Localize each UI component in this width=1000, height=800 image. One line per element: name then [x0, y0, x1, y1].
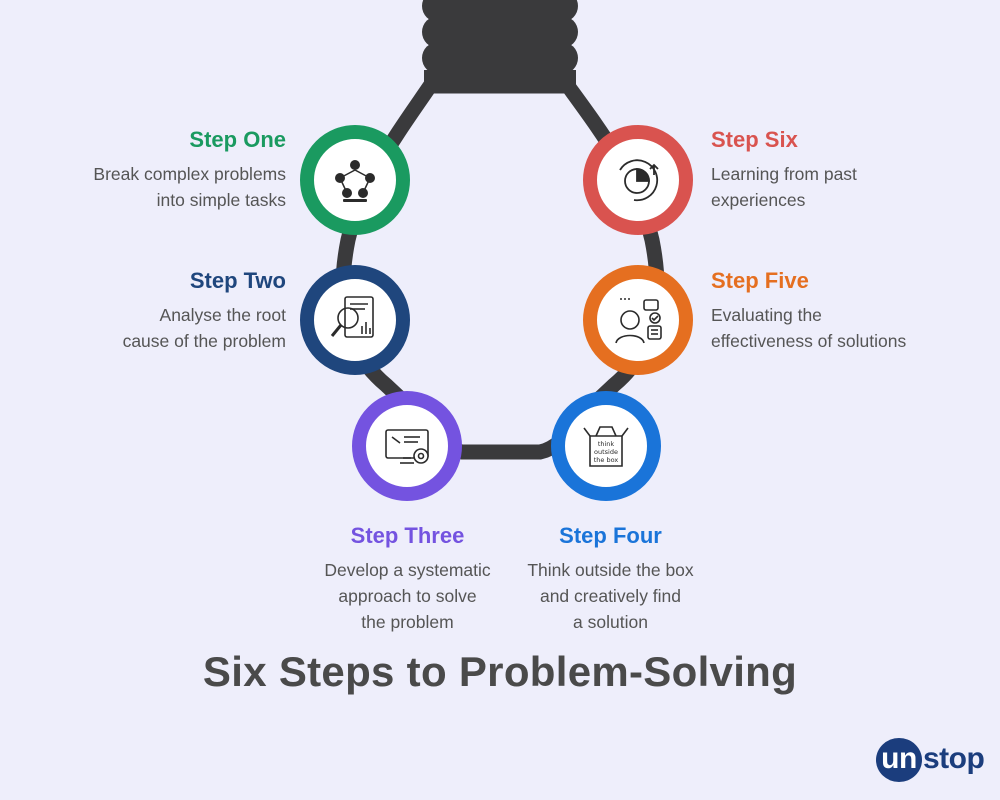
step-six: Step Six Learning from past experiences — [711, 127, 857, 213]
step-six-title: Step Six — [711, 127, 798, 152]
cycle-chart-icon — [619, 159, 659, 202]
step-five-circle — [583, 265, 693, 375]
step-five-description: Evaluating the effectiveness of solution… — [711, 302, 906, 354]
box-text-line-2: outside — [594, 448, 618, 456]
step-four-line-1: Think outside the box — [527, 560, 694, 580]
step-four-circle: think outside the box — [551, 391, 661, 501]
step-four-title: Step Four — [559, 523, 662, 548]
step-two-line-1: Analyse the root — [159, 305, 286, 325]
computer-tools-icon — [385, 429, 429, 464]
open-box-icon — [583, 426, 629, 467]
page-title: Six Steps to Problem-Solving — [202, 648, 798, 695]
step-one-title: Step One — [189, 127, 286, 152]
step-one: Step One Break complex problems into sim… — [93, 127, 286, 213]
step-five-line-1: Evaluating the — [711, 305, 822, 325]
step-four-description: Think outside the box and creatively fin… — [508, 557, 713, 635]
step-one-circle — [300, 125, 410, 235]
step-three-line-3: the problem — [361, 612, 454, 632]
step-one-line-1: Break complex problems — [93, 164, 286, 184]
person-checklist-icon — [615, 298, 662, 344]
step-four: Step Four Think outside the box and crea… — [508, 523, 713, 635]
step-three: Step Three Develop a systematic approach… — [300, 523, 515, 635]
step-three-title: Step Three — [350, 523, 465, 548]
step-two: Step Two Analyse the root cause of the p… — [123, 268, 286, 354]
step-two-circle — [300, 265, 410, 375]
step-six-line-1: Learning from past — [711, 164, 857, 184]
network-people-icon — [335, 160, 375, 202]
step-two-line-2: cause of the problem — [122, 331, 286, 351]
step-six-circle — [583, 125, 693, 235]
step-one-line-2: into simple tasks — [156, 190, 286, 210]
step-four-line-3: a solution — [573, 612, 648, 632]
step-four-line-2: and creatively find — [539, 586, 682, 606]
bulb-base — [422, 0, 578, 86]
magnifier-report-icon — [330, 296, 374, 338]
step-five-line-2: effectiveness of solutions — [711, 331, 907, 351]
logo-suffix: stop — [923, 742, 985, 775]
logo-prefix: un — [876, 738, 922, 782]
step-two-description: Analyse the root cause of the problem — [123, 302, 286, 354]
box-text-line-3: the box — [594, 456, 619, 464]
step-five: Step Five Evaluating the effectiveness o… — [711, 268, 906, 354]
step-one-description: Break complex problems into simple tasks — [93, 161, 286, 213]
step-six-description: Learning from past experiences — [711, 161, 857, 213]
step-three-line-1: Develop a systematic — [324, 560, 491, 580]
step-three-circle — [352, 391, 462, 501]
step-five-title: Step Five — [711, 268, 809, 293]
step-three-description: Develop a systematic approach to solve t… — [300, 557, 515, 635]
step-six-line-2: experiences — [711, 190, 806, 210]
step-three-line-2: approach to solve — [338, 586, 477, 606]
step-two-title: Step Two — [189, 268, 286, 293]
box-text-line-1: think — [598, 440, 615, 448]
